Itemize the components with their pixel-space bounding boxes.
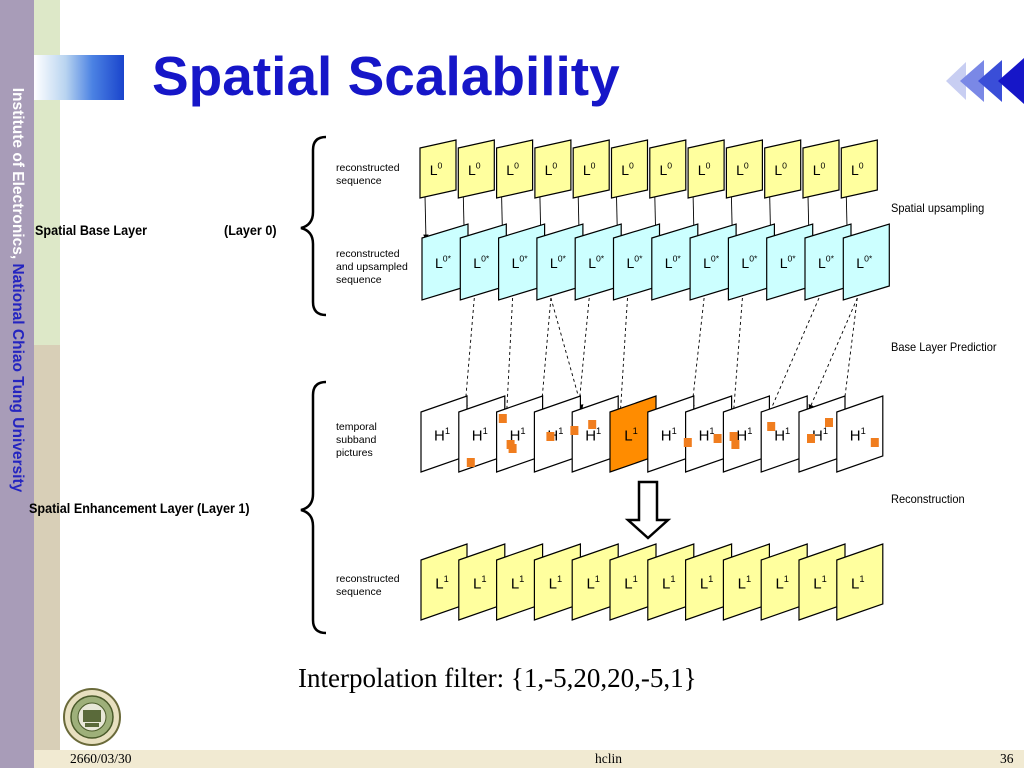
frame-h1: H1 <box>458 395 506 473</box>
frame-l0: L0 <box>725 139 764 199</box>
frame-l0: L0 <box>764 139 802 199</box>
row-label-text: temporal subband pictures <box>336 421 377 459</box>
prediction-arrow <box>808 297 858 411</box>
row-label-reconstructed-0: reconstructed sequence <box>336 162 400 188</box>
nav-back-arrows-icon[interactable] <box>944 58 1024 104</box>
frame-l0: L0 <box>496 139 534 199</box>
frame-l1: L1 <box>458 543 506 621</box>
frame-l1: L1 <box>533 543 582 621</box>
frame-l0: L0 <box>840 139 878 199</box>
base-layer-label: Spatial Base Layer <box>35 222 148 238</box>
frame-h1: H1 <box>760 395 808 473</box>
frame-l1: L1 <box>571 543 619 621</box>
reconstruction-label: Reconstruction <box>891 492 965 506</box>
prediction-arrow <box>576 297 590 415</box>
footer-page-number: 36 <box>1000 751 1014 766</box>
frame-h1: H1 <box>420 395 468 473</box>
frame-h1: H1 <box>496 395 544 473</box>
mv-block <box>546 432 555 441</box>
row-label-text: reconstructed and upsampled sequence <box>336 248 408 286</box>
mv-block <box>825 418 833 427</box>
mv-block <box>870 438 879 447</box>
row-label-temporal: temporal subband pictures <box>336 421 377 460</box>
mv-block <box>729 432 738 441</box>
frame-l1: L1 <box>836 543 884 621</box>
enhancement-layer-label: Spatial Enhancement Layer (Layer 1) <box>29 500 250 516</box>
slide-title: Spatial Scalability <box>152 45 620 107</box>
mv-block <box>807 434 815 443</box>
mv-block <box>508 444 517 453</box>
mv-block <box>767 422 776 431</box>
sidebar: Institute of Electronics, National Chiao… <box>0 0 34 768</box>
mv-block <box>713 434 722 443</box>
prediction-arrow <box>462 297 475 411</box>
frame-l0: L0 <box>419 139 457 199</box>
row-label-text: reconstructed sequence <box>336 573 400 598</box>
frame-h1: H1 <box>722 395 771 473</box>
prediction-arrow <box>840 297 858 415</box>
prediction-arrow <box>617 297 628 419</box>
base-layer-brace <box>300 135 327 317</box>
frame-l0: L0 <box>649 139 687 199</box>
upsampling-arrow <box>423 195 429 241</box>
enhancement-layer-brace <box>300 380 327 635</box>
frame-l0star: L0* <box>498 223 546 301</box>
prediction-arrow <box>689 297 705 411</box>
decor-strip-tan <box>34 345 60 750</box>
prediction-arrow <box>550 297 584 411</box>
frame-l0star: L0* <box>536 223 584 301</box>
frame-l0: L0 <box>687 139 725 199</box>
reconstruction-arrow-icon <box>624 480 672 540</box>
mv-block <box>683 438 692 447</box>
frame-l0star: L0* <box>842 223 890 301</box>
interpolation-filter-text: Interpolation filter: {1,-5,20,20,-5,1} <box>298 663 697 693</box>
footer-date: 2660/03/30 <box>70 751 132 766</box>
frame-h1: H1 <box>684 395 733 473</box>
prediction-arrow <box>731 297 743 415</box>
frame-l0star: L0* <box>689 223 737 301</box>
frame-l1: L1 <box>609 543 657 621</box>
mv-block <box>731 440 740 449</box>
frame-h1: H1 <box>798 395 846 473</box>
frame-l1: L1 <box>798 543 846 621</box>
frame-l0: L0 <box>802 139 840 199</box>
prediction-arrow <box>766 297 820 419</box>
mv-block <box>498 414 507 423</box>
prediction-arrow <box>504 297 514 415</box>
frame-l0: L0 <box>572 139 610 199</box>
footer-author: hclin <box>595 751 622 766</box>
frame-h1: H1 <box>647 395 695 473</box>
frame-l0star: L0* <box>459 223 507 301</box>
spatial-upsampling-label: Spatial upsampling <box>891 201 985 215</box>
row-label-text: reconstructed sequence <box>336 162 400 187</box>
frame-h1: H1 <box>836 395 884 473</box>
base-layer-prediction-label: Base Layer Predictior <box>891 340 997 354</box>
frame-l0: L0 <box>534 139 572 199</box>
university-logo-icon <box>63 688 121 746</box>
frame-l1-highlight: L1 <box>609 395 657 473</box>
row-label-reconstructed-1: reconstructed sequence <box>336 573 400 599</box>
title-gradient-bar <box>34 55 124 100</box>
frame-l1: L1 <box>684 543 733 621</box>
frame-l0: L0 <box>610 139 649 199</box>
mv-block <box>588 420 597 429</box>
frame-l1: L1 <box>647 543 695 621</box>
frame-h1: H1 <box>571 395 619 473</box>
row-label-upsampled: reconstructed and upsampled sequence <box>336 248 408 287</box>
frame-l0star: L0* <box>766 223 814 301</box>
frame-l1: L1 <box>722 543 771 621</box>
frame-l0: L0 <box>457 139 495 199</box>
mv-block <box>466 458 475 467</box>
base-layer-sublabel: (Layer 0) <box>224 222 277 238</box>
mv-block <box>570 426 579 435</box>
footer-bar: 2660/03/30 hclin 36 <box>34 750 1024 768</box>
prediction-arrow <box>538 297 552 419</box>
